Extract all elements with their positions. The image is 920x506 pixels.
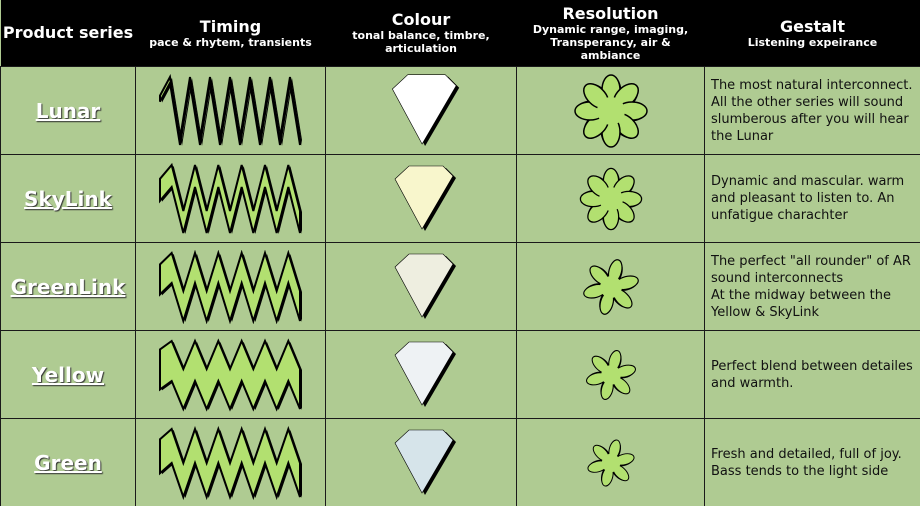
timing-cell: [135, 330, 326, 419]
product-link[interactable]: Green: [34, 450, 102, 475]
diamond-icon: [392, 73, 460, 146]
header-title: Gestalt: [779, 16, 846, 36]
resolution-cell: [516, 242, 705, 331]
flower-icon: [573, 73, 648, 148]
product-link[interactable]: Yellow: [31, 362, 105, 387]
gestalt-description: Perfect blend between detailes and warmt…: [704, 330, 920, 419]
table-row: Lunar The most natural interconnect. All …: [0, 66, 920, 155]
diamond-icon: [394, 165, 456, 231]
timing-cell: [135, 66, 326, 155]
timing-cell: [135, 418, 326, 506]
header-title: Product series: [2, 23, 134, 42]
header-title: Colour: [391, 10, 451, 29]
product-link[interactable]: Lunar: [35, 98, 101, 123]
product-link[interactable]: GreenLink: [10, 274, 126, 299]
diamond-icon: [394, 429, 456, 495]
gestalt-description: The most natural interconnect. All the o…: [704, 66, 920, 155]
diamond-icon: [394, 253, 456, 319]
resolution-cell: [516, 66, 705, 155]
timing-cell: [135, 154, 326, 243]
resolution-cell: [516, 418, 705, 506]
flower-icon: [579, 167, 642, 230]
flower-icon: [582, 258, 639, 315]
timing-zigzag-icon: [158, 249, 302, 324]
gestalt-description: Dynamic and mascular. warm and pleasant …: [704, 154, 920, 243]
timing-zigzag-icon: [158, 337, 302, 412]
colour-cell: [325, 418, 517, 506]
product-name-cell: SkyLink: [0, 154, 136, 243]
timing-zigzag-icon: [158, 73, 302, 146]
product-link[interactable]: SkyLink: [24, 186, 112, 211]
table-row: Yellow Perfect blend between detailes and…: [0, 330, 920, 419]
table-row: Green Fresh and detailed, full of joy. Ba…: [0, 418, 920, 506]
colour-cell: [325, 66, 517, 155]
flower-icon: [585, 349, 636, 400]
resolution-cell: [516, 154, 705, 243]
header-subtitle: Listening expeirance: [747, 35, 878, 49]
gestalt-description: Fresh and detailed, full of joy. Bass te…: [704, 418, 920, 506]
header-subtitle: Dynamic range, imaging, Transperancy, ai…: [532, 22, 689, 62]
header-subtitle: pace & rhytem, transients: [149, 35, 312, 49]
product-name-cell: Green: [0, 418, 136, 506]
timing-cell: [135, 242, 326, 331]
header-title: Timing: [199, 16, 262, 36]
resolution-cell: [516, 330, 705, 419]
table-row: GreenLink The perfect "all rounder" of AR…: [0, 242, 920, 331]
colour-cell: [325, 242, 517, 331]
diamond-icon: [394, 341, 456, 407]
product-name-cell: GreenLink: [0, 242, 136, 331]
product-name-cell: Lunar: [0, 66, 136, 155]
header-product-series: Product series: [0, 0, 136, 67]
flower-icon: [586, 438, 635, 487]
colour-cell: [325, 154, 517, 243]
timing-zigzag-icon: [158, 162, 302, 234]
colour-cell: [325, 330, 517, 419]
product-name-cell: Yellow: [0, 330, 136, 419]
header-title: Resolution: [562, 3, 659, 23]
gestalt-description: The perfect "all rounder" of AR sound in…: [704, 242, 920, 331]
header-subtitle: tonal balance, timbre, articulation: [352, 29, 490, 55]
table-row: SkyLink Dynamic and mascular. warm and pl…: [0, 154, 920, 243]
timing-zigzag-icon: [158, 425, 302, 500]
